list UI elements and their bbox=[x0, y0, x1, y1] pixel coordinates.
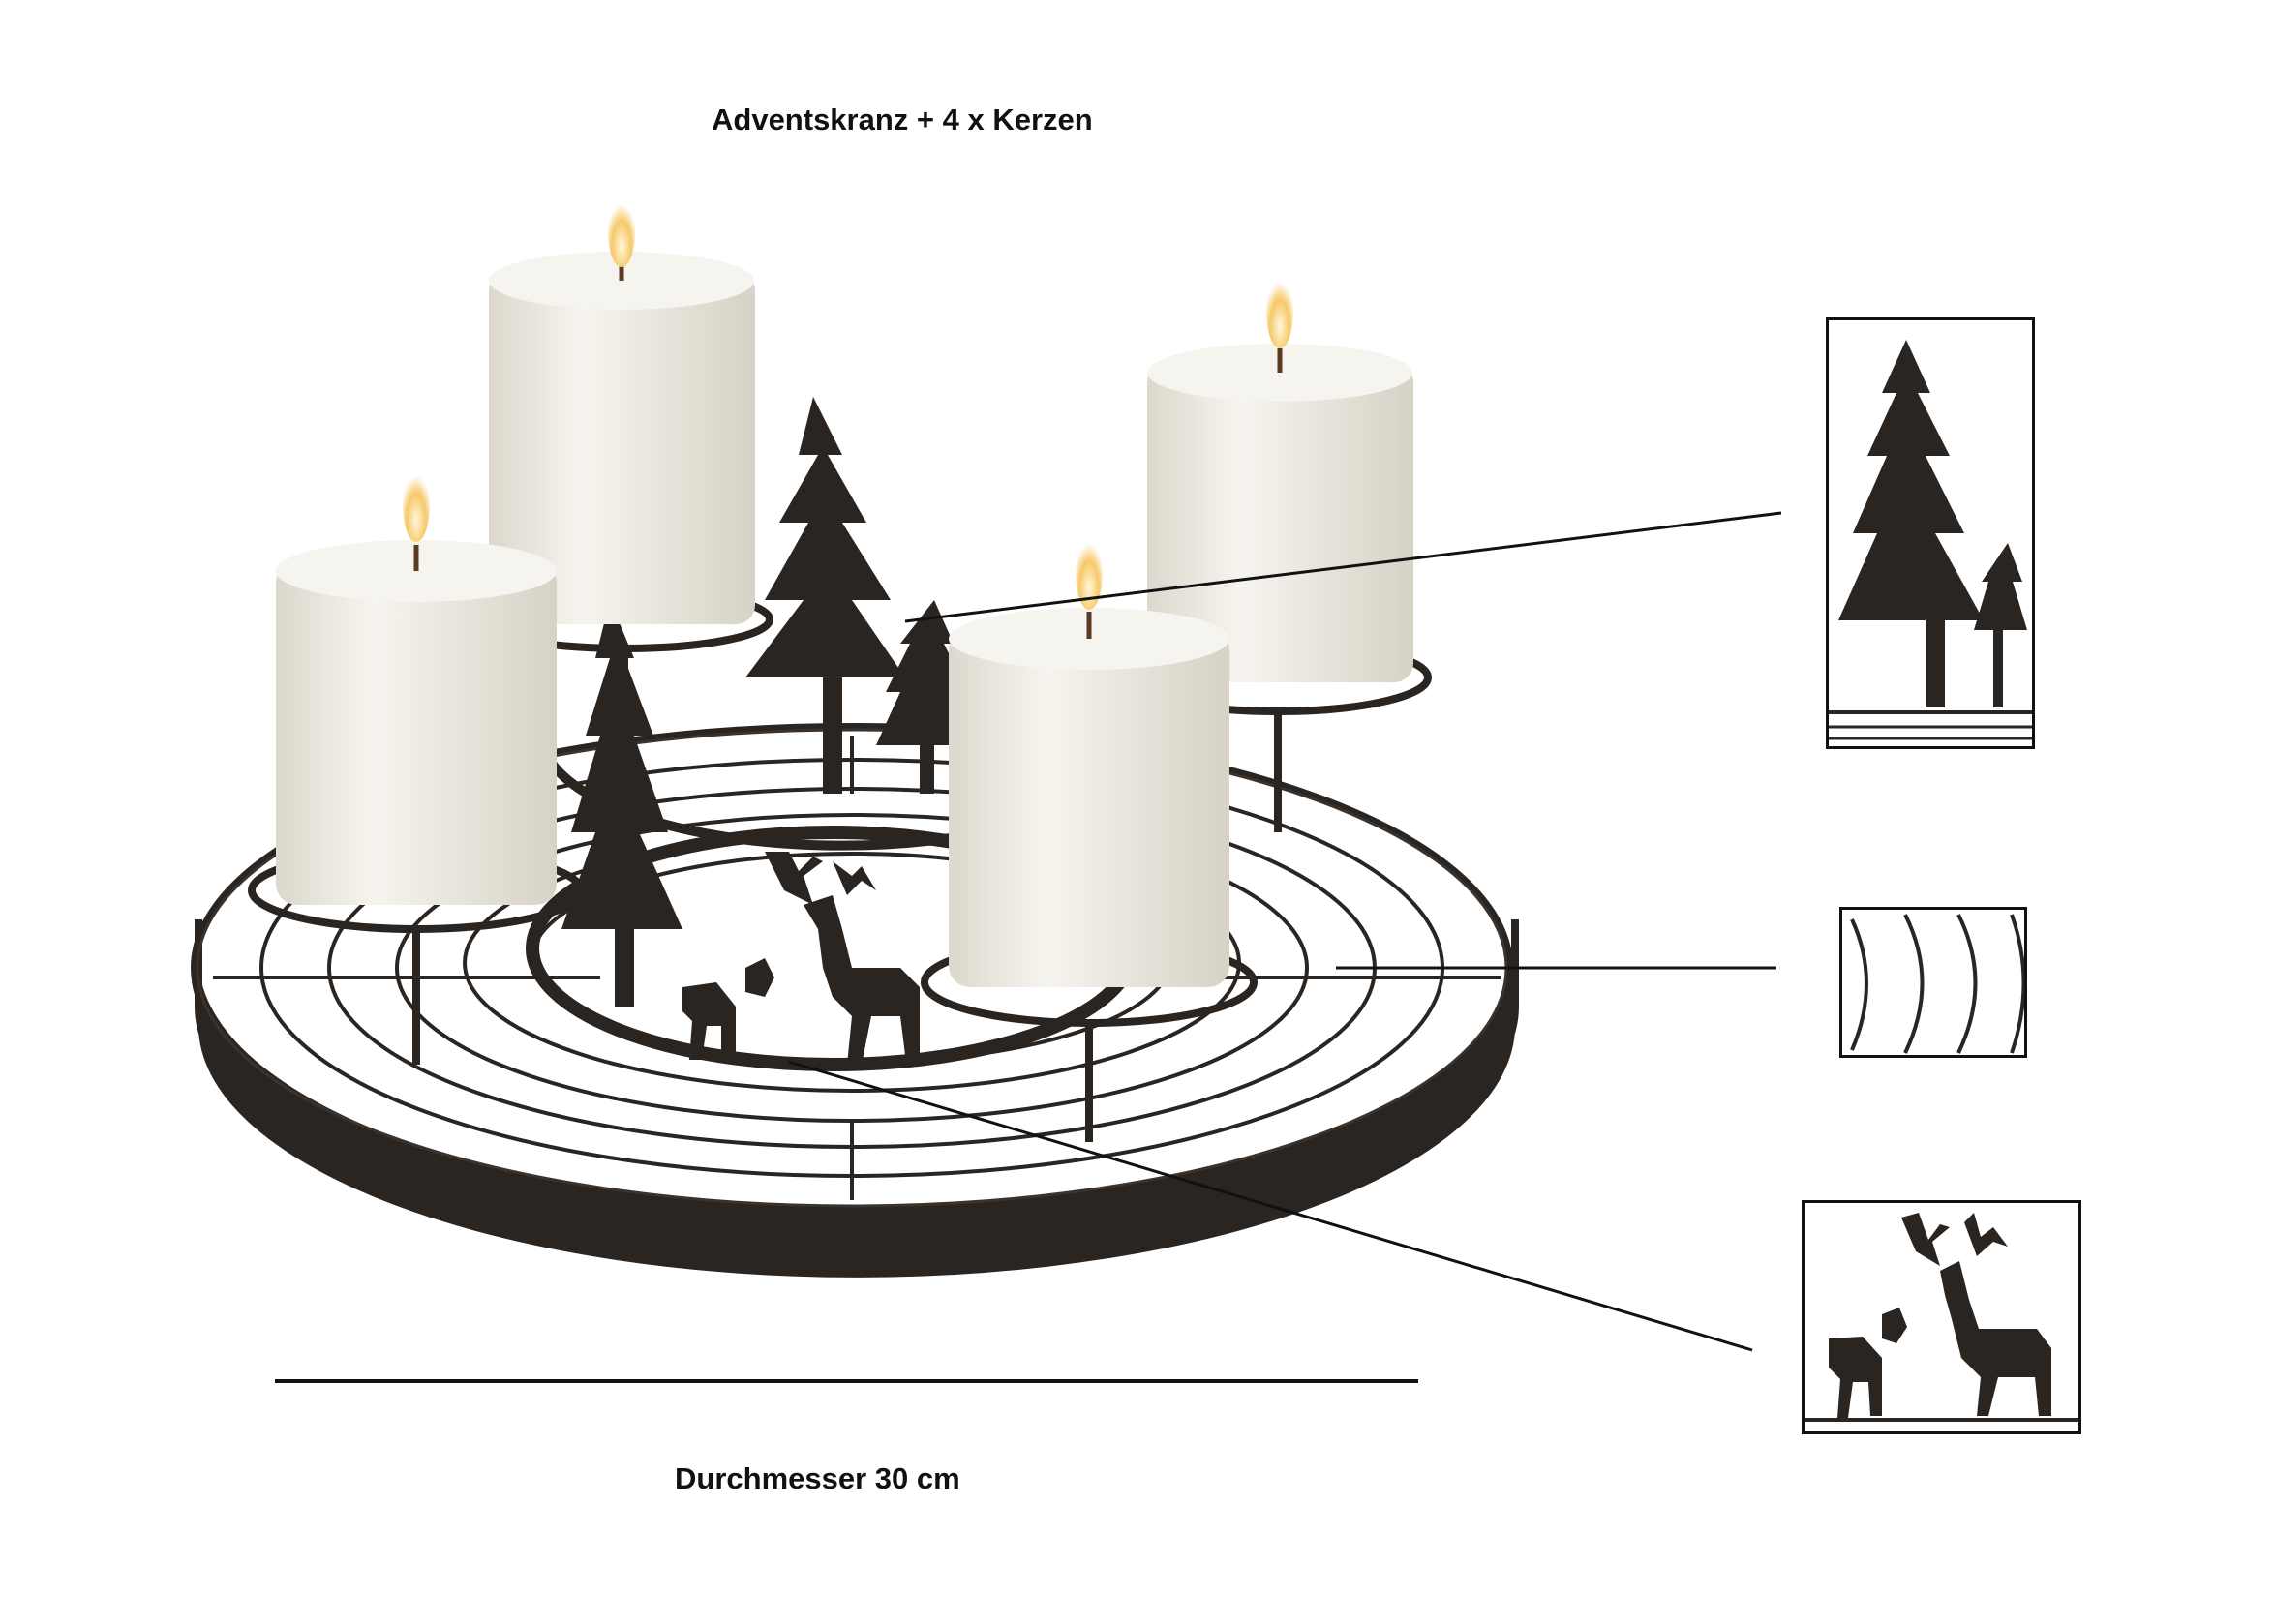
wire-rings-icon bbox=[1850, 914, 2024, 1054]
diameter-label: Durchmesser 30 cm bbox=[675, 1461, 960, 1495]
flame-icon bbox=[1266, 275, 1293, 348]
candle-holders bbox=[248, 586, 1432, 1142]
candle-front-right bbox=[949, 536, 1229, 987]
product-title: Adventskranz + 4 x Kerzen bbox=[712, 103, 1093, 136]
flame-icon bbox=[403, 468, 430, 542]
tree-icon bbox=[1829, 340, 2032, 740]
tree-silhouette-detail bbox=[1826, 317, 2035, 749]
callout-lines bbox=[788, 511, 1782, 1352]
callout-line-deer bbox=[788, 1060, 1753, 1352]
candle-front-left bbox=[276, 468, 557, 905]
deer-silhouette-detail bbox=[1802, 1200, 2081, 1434]
wire-rings-detail bbox=[1839, 907, 2027, 1058]
candle-back-left bbox=[489, 197, 755, 624]
callout-line-tree bbox=[904, 511, 1782, 623]
flame-icon bbox=[608, 197, 635, 267]
deer-icon bbox=[1805, 1213, 2078, 1422]
candle-back-right bbox=[1147, 275, 1413, 682]
flame-icon bbox=[1076, 536, 1103, 610]
